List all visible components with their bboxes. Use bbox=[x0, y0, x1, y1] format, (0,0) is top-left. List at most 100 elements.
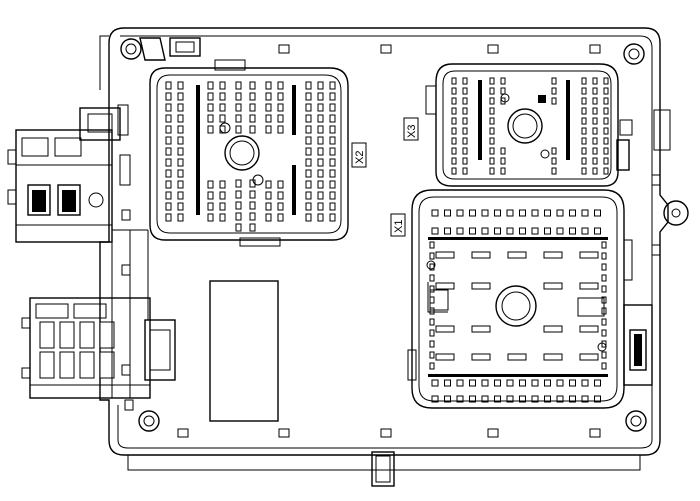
x3-pin bbox=[462, 137, 468, 145]
x1-pin bbox=[543, 282, 563, 290]
x3-pin bbox=[592, 87, 598, 95]
x1-pin bbox=[429, 263, 435, 271]
x2-pin bbox=[165, 125, 172, 134]
x1-pin bbox=[581, 395, 589, 403]
x3-pin bbox=[451, 107, 457, 115]
x1-pin bbox=[429, 362, 435, 370]
x2-pin bbox=[305, 158, 312, 167]
x2-pin bbox=[317, 158, 324, 167]
x3-pin bbox=[451, 77, 457, 85]
x1-pin bbox=[594, 209, 601, 217]
x1-pin bbox=[556, 379, 564, 387]
x2-pin bbox=[329, 180, 336, 189]
x2-pin bbox=[277, 114, 284, 123]
x3-pin bbox=[451, 117, 457, 125]
x1-pin bbox=[594, 379, 601, 387]
x2-pin bbox=[165, 202, 172, 211]
edge-marker bbox=[177, 428, 189, 438]
x1-pin bbox=[429, 296, 435, 304]
x2-pin bbox=[165, 81, 172, 90]
x1-pin bbox=[601, 285, 607, 293]
x2-pin bbox=[207, 180, 214, 189]
x2-pin bbox=[235, 81, 242, 90]
x2-pin bbox=[317, 213, 324, 222]
x1-pin bbox=[494, 227, 501, 235]
x3-pin bbox=[462, 147, 468, 155]
x3-label-box: X3 bbox=[403, 117, 419, 141]
x1-pin bbox=[601, 252, 607, 260]
x1-pin bbox=[544, 227, 551, 235]
x3-pin bbox=[500, 147, 506, 155]
x1-pin bbox=[444, 379, 451, 387]
x1-pin bbox=[435, 325, 455, 333]
x3-pin bbox=[592, 107, 598, 115]
x3-pin bbox=[500, 77, 506, 85]
x1-pin bbox=[506, 209, 514, 217]
x2-pin bbox=[265, 81, 272, 90]
x1-pin bbox=[543, 325, 563, 333]
x1-pin bbox=[506, 395, 514, 403]
x3-pin bbox=[551, 77, 557, 85]
x2-pin bbox=[305, 92, 312, 101]
x1-pin bbox=[531, 227, 539, 235]
x3-pin bbox=[489, 137, 495, 145]
x2-pin bbox=[165, 213, 172, 222]
x1-pin bbox=[519, 227, 526, 235]
x3-pin bbox=[451, 137, 457, 145]
x1-pin bbox=[469, 379, 476, 387]
x2-pin bbox=[219, 191, 226, 200]
x2-pin bbox=[235, 223, 242, 232]
mounting-holes bbox=[120, 38, 647, 432]
x2-pin bbox=[277, 191, 284, 200]
right-side-relay bbox=[619, 109, 671, 386]
x2-pin bbox=[329, 147, 336, 156]
x1-label-box: X1 bbox=[390, 213, 406, 237]
housing-outline bbox=[99, 27, 689, 471]
x2-pin bbox=[317, 191, 324, 200]
x1-pin bbox=[544, 379, 551, 387]
x2-pin bbox=[305, 180, 312, 189]
x3-pin bbox=[592, 77, 598, 85]
x1-pin bbox=[481, 379, 489, 387]
x2-pin bbox=[317, 92, 324, 101]
x2-pin bbox=[317, 81, 324, 90]
x1-pin bbox=[601, 296, 607, 304]
x2-pin bbox=[177, 103, 184, 112]
x2-pin bbox=[265, 213, 272, 222]
x3-pin bbox=[462, 117, 468, 125]
x1-pin bbox=[431, 379, 439, 387]
x3-pin bbox=[489, 97, 495, 105]
x2-pin bbox=[207, 191, 214, 200]
bottom-clip bbox=[371, 451, 395, 487]
x2-pin bbox=[329, 213, 336, 222]
x1-pin bbox=[471, 251, 491, 259]
edge-marker bbox=[380, 428, 392, 438]
edge-marker bbox=[651, 174, 661, 186]
x2-pin bbox=[249, 114, 256, 123]
x2-pin bbox=[305, 125, 312, 134]
x2-pin bbox=[177, 136, 184, 145]
x3-pin bbox=[581, 157, 587, 165]
x2-pin bbox=[305, 202, 312, 211]
x1-pin bbox=[429, 285, 435, 293]
x1-pin bbox=[429, 351, 435, 359]
x1-pin bbox=[556, 209, 564, 217]
x1-pin bbox=[471, 282, 491, 290]
x1-pin bbox=[543, 353, 563, 361]
x1-pin bbox=[481, 395, 489, 403]
x2-pin bbox=[235, 179, 242, 188]
x3-pin bbox=[581, 137, 587, 145]
x2-pin bbox=[277, 213, 284, 222]
x2-pin bbox=[277, 202, 284, 211]
x2-pin bbox=[207, 125, 214, 134]
x1-pin bbox=[543, 251, 563, 259]
x2-pin bbox=[165, 158, 172, 167]
x2-pin bbox=[207, 202, 214, 211]
x2-pin bbox=[165, 136, 172, 145]
x1-pin bbox=[601, 329, 607, 337]
x3-pin bbox=[551, 147, 557, 155]
x3-pin bbox=[462, 167, 468, 175]
x1-pin bbox=[601, 274, 607, 282]
x2-pin bbox=[317, 125, 324, 134]
x3-pin bbox=[451, 167, 457, 175]
